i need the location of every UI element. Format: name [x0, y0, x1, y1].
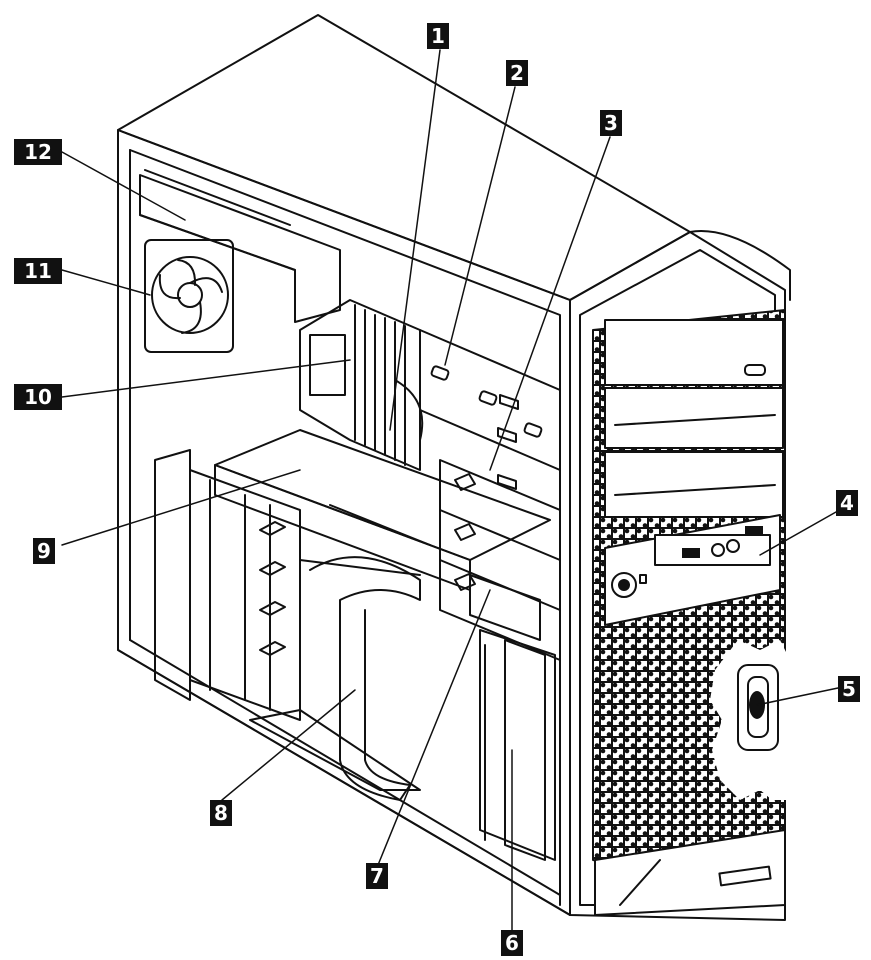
- front-optical-drives: [604, 319, 784, 518]
- callout-10: 10: [14, 384, 62, 410]
- callout-5: 5: [838, 676, 860, 702]
- optical-drive-bay: [419, 329, 561, 490]
- callout-4: 4: [836, 490, 858, 516]
- callout-1: 1: [427, 23, 449, 49]
- air-baffle: [249, 556, 421, 801]
- rear-fan: [144, 239, 234, 353]
- callout-leader-lines: [61, 49, 839, 931]
- callout-9: 9: [33, 538, 55, 564]
- power-supply: [139, 174, 341, 323]
- callout-7: 7: [366, 863, 388, 889]
- callout-2: 2: [506, 60, 528, 86]
- chassis-body: [117, 14, 691, 916]
- card-holder: [154, 449, 301, 721]
- callout-3: 3: [600, 110, 622, 136]
- heatsink: [299, 299, 424, 471]
- bezel-base: [594, 829, 786, 916]
- hard-drive-bay: [439, 459, 561, 661]
- callout-12: 12: [14, 139, 62, 165]
- drive-cage-lower: [479, 629, 556, 861]
- front-lock-patch: [710, 640, 790, 800]
- front-io-panel: [604, 514, 781, 626]
- callout-11: 11: [14, 258, 62, 284]
- callout-6: 6: [501, 930, 523, 956]
- callout-8: 8: [210, 800, 232, 826]
